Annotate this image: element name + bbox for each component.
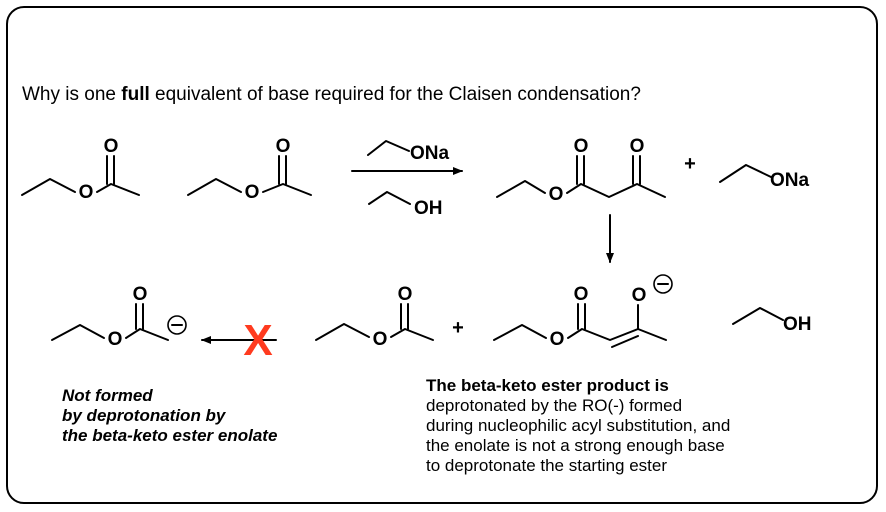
diagram-frame <box>6 6 878 504</box>
ester-oxygen: O <box>550 329 565 350</box>
carbonyl-oxygen: O <box>574 284 589 305</box>
ethanol-label: OH <box>414 198 443 219</box>
sodium-ethoxide-label: ONa <box>410 143 450 164</box>
blocked-arrow: X <box>201 316 277 365</box>
plus-sign: + <box>684 153 696 175</box>
carbonyl-oxygen: O <box>276 136 291 157</box>
question-text: Why is one full equivalent of base requi… <box>22 84 641 105</box>
ethyl-acetate-1: O O <box>21 136 140 203</box>
caption-not-formed: Not formed by deprotonation by the beta-… <box>62 386 278 445</box>
carbonyl-oxygen: O <box>574 136 589 157</box>
red-x-icon: X <box>243 316 272 365</box>
ona-label: ONa <box>770 170 810 191</box>
sodium-ethoxide: ONa <box>719 164 810 191</box>
ester-oxygen: O <box>108 329 123 350</box>
ethyl-acetate-2: O O <box>187 136 312 203</box>
ethanol: OH <box>732 307 812 335</box>
ester-enolate-not-formed: O O <box>51 284 187 350</box>
ester-oxygen: O <box>79 182 94 203</box>
oh-label: OH <box>783 314 812 335</box>
caption-explanation: The beta-keto ester product is deprotona… <box>426 376 731 475</box>
carbonyl-oxygen: O <box>104 136 119 157</box>
question-emphasis: full <box>121 84 150 105</box>
carbonyl-oxygen: O <box>133 284 148 305</box>
ester-oxygen: O <box>373 329 388 350</box>
plus-sign: + <box>452 317 464 339</box>
beta-keto-ester-enolate: O O O <box>493 274 673 350</box>
carbonyl-oxygen: O <box>398 284 413 305</box>
ketone-oxygen: O <box>630 136 645 157</box>
ester-oxygen: O <box>245 182 260 203</box>
ester-oxygen: O <box>549 184 564 205</box>
negative-charge-icon <box>167 315 187 335</box>
enolate-oxygen: O <box>632 285 647 306</box>
negative-charge-icon <box>653 274 673 294</box>
ethyl-acetate-3: O O <box>315 284 434 350</box>
beta-keto-ester: O O O <box>496 136 666 205</box>
reaction-arrow: ONa OH <box>351 140 463 219</box>
